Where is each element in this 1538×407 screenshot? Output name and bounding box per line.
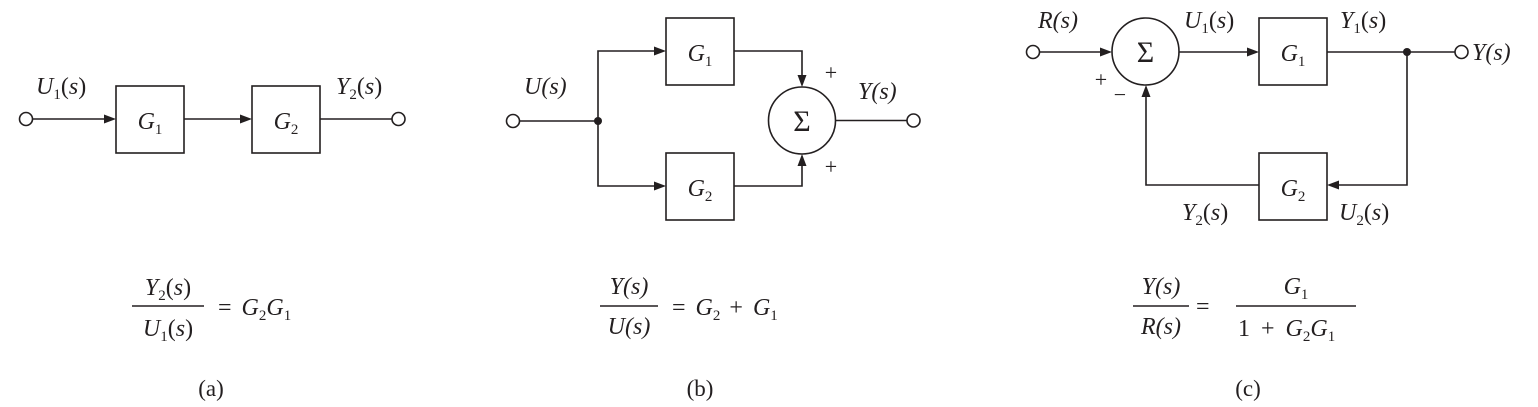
input-signal-label: U1(s) bbox=[36, 74, 86, 103]
equation-denominator: U1(s) bbox=[143, 316, 193, 345]
equation-rhs-denominator: 1+G2G1 bbox=[1238, 316, 1335, 345]
input-terminal bbox=[1025, 44, 1041, 60]
arrowhead bbox=[797, 75, 807, 87]
equation-numerator: Y(s) bbox=[610, 274, 649, 300]
output-signal-label: Y2(s) bbox=[336, 74, 382, 103]
input-terminal bbox=[18, 111, 34, 127]
caption-b: (b) bbox=[687, 376, 714, 401]
sigma-symbol: Σ bbox=[1137, 36, 1154, 69]
block-g2 bbox=[1258, 152, 1328, 221]
g2-to-sum-line bbox=[734, 166, 803, 187]
output-terminal bbox=[391, 111, 406, 127]
block-g2 bbox=[251, 85, 321, 154]
sign-plus-bottom: + bbox=[825, 154, 837, 179]
block-g1-label: G1 bbox=[1281, 41, 1306, 70]
arrowhead bbox=[1141, 85, 1151, 97]
input-terminal bbox=[505, 113, 521, 129]
block-g1 bbox=[1258, 17, 1328, 86]
input-signal-label: U(s) bbox=[524, 74, 567, 100]
equation-equals: = bbox=[1196, 294, 1210, 320]
sign-minus: − bbox=[1114, 82, 1126, 107]
sigma-symbol: Σ bbox=[793, 105, 810, 138]
arrowhead bbox=[1327, 180, 1339, 190]
feedback-return-line bbox=[1145, 96, 1259, 186]
g1-to-sum-line bbox=[734, 50, 803, 76]
block-g2 bbox=[665, 152, 735, 221]
equation-rhs: =G2G1 bbox=[218, 295, 291, 324]
input-signal-label: R(s) bbox=[1037, 8, 1078, 34]
upper-branch-line bbox=[597, 50, 656, 121]
equation-denominator: R(s) bbox=[1140, 314, 1181, 340]
panel-c-feedback: Σ + − G1 G2 R(s) U1(s) Y1(s) Y(s) Y2(s) … bbox=[1025, 8, 1511, 401]
output-signal-label: Y(s) bbox=[858, 79, 897, 105]
output-terminal bbox=[906, 113, 921, 128]
equation-rhs: =G2+G1 bbox=[672, 295, 778, 324]
equation-numerator: Y(s) bbox=[1142, 274, 1181, 300]
u1-signal-label: U1(s) bbox=[1184, 8, 1234, 37]
block-g1-label: G1 bbox=[138, 109, 163, 138]
equation-rhs-numerator: G1 bbox=[1284, 274, 1309, 303]
panel-b-parallel: Σ + + G1 G2 U(s) Y(s) Y(s) U(s) =G2+G1 (… bbox=[505, 17, 921, 401]
arrowhead bbox=[654, 181, 666, 191]
output-signal-label: Y(s) bbox=[1472, 40, 1511, 66]
block-g2-label: G2 bbox=[274, 109, 299, 138]
arrowhead bbox=[797, 154, 807, 166]
arrowhead bbox=[240, 114, 252, 124]
arrowhead bbox=[1100, 47, 1112, 57]
block-g2-label: G2 bbox=[1281, 176, 1306, 205]
equation-denominator: U(s) bbox=[608, 314, 651, 340]
panel-a-series: G1 G2 U1(s) Y2(s) Y2(s) U1(s) =G2G1 (a) bbox=[18, 74, 406, 401]
arrowhead bbox=[104, 114, 116, 124]
output-terminal bbox=[1454, 44, 1469, 60]
caption-a: (a) bbox=[198, 376, 224, 401]
equation-numerator: Y2(s) bbox=[145, 275, 191, 304]
arrowhead bbox=[1247, 47, 1259, 57]
sign-plus-top: + bbox=[825, 60, 837, 85]
sign-plus: + bbox=[1095, 67, 1107, 92]
caption-c: (c) bbox=[1235, 376, 1261, 401]
block-g2-label: G2 bbox=[688, 176, 713, 205]
lower-branch-line bbox=[597, 121, 656, 187]
y2-signal-label: Y2(s) bbox=[1182, 200, 1228, 229]
block-g1-label: G1 bbox=[688, 41, 713, 70]
arrowhead bbox=[654, 46, 666, 56]
u2-signal-label: U2(s) bbox=[1339, 200, 1389, 229]
y1-signal-label: Y1(s) bbox=[1340, 8, 1386, 37]
feedback-line bbox=[1339, 52, 1408, 186]
